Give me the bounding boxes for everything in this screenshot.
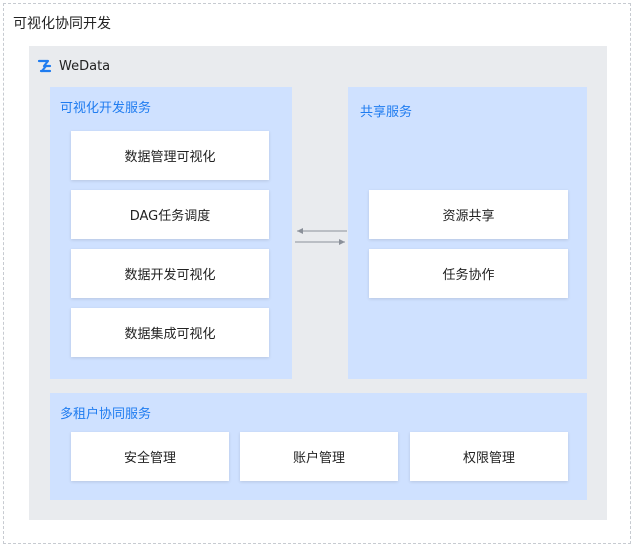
brand-name: WeData (59, 58, 111, 74)
multi-tenant-card: 账户管理 (240, 432, 398, 481)
shared-card: 任务协作 (369, 249, 568, 298)
multi-tenant-card: 权限管理 (410, 432, 568, 481)
brand: WeData (37, 58, 110, 74)
visual-dev-card: 数据开发可视化 (71, 249, 269, 298)
bidirectional-arrow-icon (295, 228, 347, 245)
visual-dev-panel-title: 可视化开发服务 (60, 101, 152, 116)
wedata-logo-icon (37, 59, 52, 73)
multi-tenant-panel-title: 多租户协同服务 (60, 407, 152, 422)
diagram-title: 可视化协同开发 (13, 16, 111, 32)
visual-dev-card: 数据管理可视化 (71, 131, 269, 180)
visual-dev-card: 数据集成可视化 (71, 308, 269, 357)
shared-panel-title: 共享服务 (360, 105, 413, 120)
multi-tenant-card: 安全管理 (71, 432, 229, 481)
visual-dev-card: DAG任务调度 (71, 190, 269, 239)
shared-card: 资源共享 (369, 190, 568, 239)
